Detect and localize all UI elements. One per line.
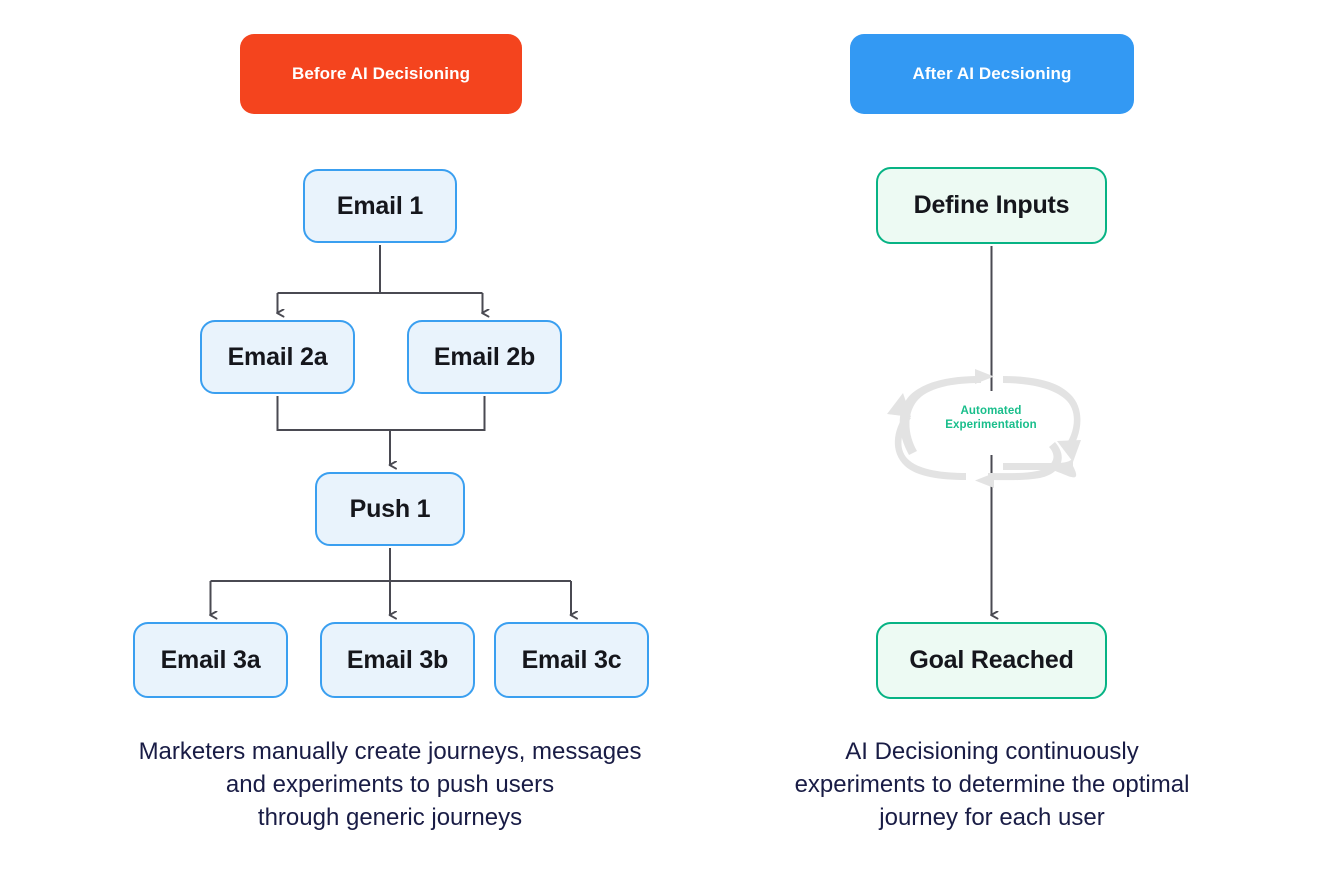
node-email-2a[interactable]: Email 2a [200,320,355,394]
after-ai-decisioning-header: After AI Decsioning [850,34,1134,114]
cycle-arrowhead-left [887,393,911,417]
before-ai-decisioning-header: Before AI Decisioning [240,34,522,114]
cycle-arc-lower-right [988,442,1062,481]
right-caption-line-2: experiments to determine the optimal [794,771,1190,798]
left-panel-caption: Marketers manually create journeys, mess… [70,735,710,834]
node-email-3b[interactable]: Email 3b [320,622,475,698]
cycle-arrowhead-bottom-left [975,473,994,488]
left-caption-line-1: Marketers manually create journeys, mess… [138,738,642,765]
node-push-1[interactable]: Push 1 [315,472,465,546]
cycle-arc-lower-right-stub [1003,458,1077,478]
node-goal-reached[interactable]: Goal Reached [876,622,1107,699]
cycle-arrowhead-top-right [975,369,994,384]
cycle-label-line-2: Experimentation [945,419,1037,431]
cycle-arrowhead-right [1057,440,1081,462]
node-email-3a[interactable]: Email 3a [133,622,288,698]
right-panel-caption: AI Decisioning continuously experiments … [740,735,1244,834]
node-email-1[interactable]: Email 1 [303,169,457,243]
node-define-inputs[interactable]: Define Inputs [876,167,1107,244]
automated-experimentation-label: Automated Experimentation [921,404,1061,432]
left-caption-line-2: and experiments to push users [225,771,555,798]
right-caption-line-3: journey for each user [879,804,1105,831]
right-caption-line-1: AI Decisioning continuously [845,738,1139,765]
left-caption-line-3: through generic journeys [257,804,523,831]
node-email-2b[interactable]: Email 2b [407,320,562,394]
cycle-label-line-1: Automated [960,405,1022,417]
node-email-3c[interactable]: Email 3c [494,622,649,698]
